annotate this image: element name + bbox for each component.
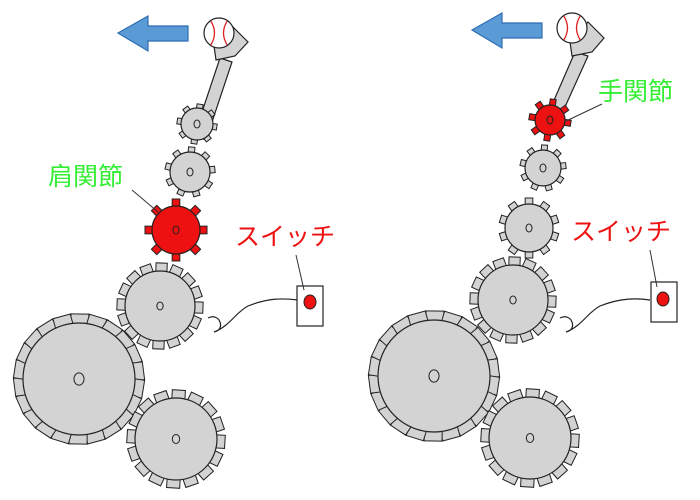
gear-axle — [172, 225, 180, 235]
ball-stitch — [210, 20, 216, 46]
gear-axle — [73, 372, 85, 386]
gear-axle — [186, 167, 194, 177]
gear-elbow — [164, 146, 216, 198]
joint-label-leader — [131, 189, 159, 213]
switch-wire — [207, 298, 299, 333]
switch-label-leader — [649, 249, 658, 288]
gear-axle — [509, 295, 517, 305]
gear-axle — [525, 432, 535, 444]
gear-axle — [428, 369, 440, 383]
gear-bottom — [126, 389, 226, 489]
switch-label: スイッチ — [235, 222, 335, 251]
joint-label: 肩関節 — [48, 162, 123, 191]
gear-elbow — [519, 144, 567, 192]
gear-mid — [116, 262, 204, 350]
gear-shoulder-joint — [144, 198, 208, 262]
gear-axle — [539, 163, 547, 173]
baseball-icon — [556, 12, 588, 44]
gear-bottom — [480, 388, 580, 488]
gear-axle — [193, 119, 201, 129]
switch-wire — [559, 298, 651, 333]
switch-button — [656, 291, 670, 307]
gear-axle — [546, 115, 554, 125]
switch-label-leader — [295, 254, 305, 291]
right-panel: 手関節 スイッチ — [367, 11, 678, 488]
left-arrow-icon — [116, 14, 189, 53]
gear-large — [12, 313, 146, 445]
gear-wrist-joint — [528, 98, 572, 142]
switch-button — [303, 294, 317, 310]
gear-mid — [469, 256, 557, 344]
switch-label: スイッチ — [571, 217, 671, 246]
joint-label-leader — [563, 103, 603, 123]
ball-stitch — [222, 20, 228, 46]
gear-axle — [171, 433, 181, 445]
joint-label: 手関節 — [598, 77, 673, 106]
gear-axle — [525, 223, 533, 233]
ball-stitch — [575, 15, 581, 41]
gear-axle — [156, 301, 164, 311]
gear-shoulder — [498, 197, 560, 259]
gear-wrist — [176, 103, 218, 145]
left-arrow-icon — [470, 11, 543, 50]
left-panel: 肩関節 スイッチ — [12, 14, 335, 489]
baseball-icon — [203, 17, 235, 49]
gear-large — [367, 310, 501, 442]
ball-stitch — [563, 15, 569, 41]
